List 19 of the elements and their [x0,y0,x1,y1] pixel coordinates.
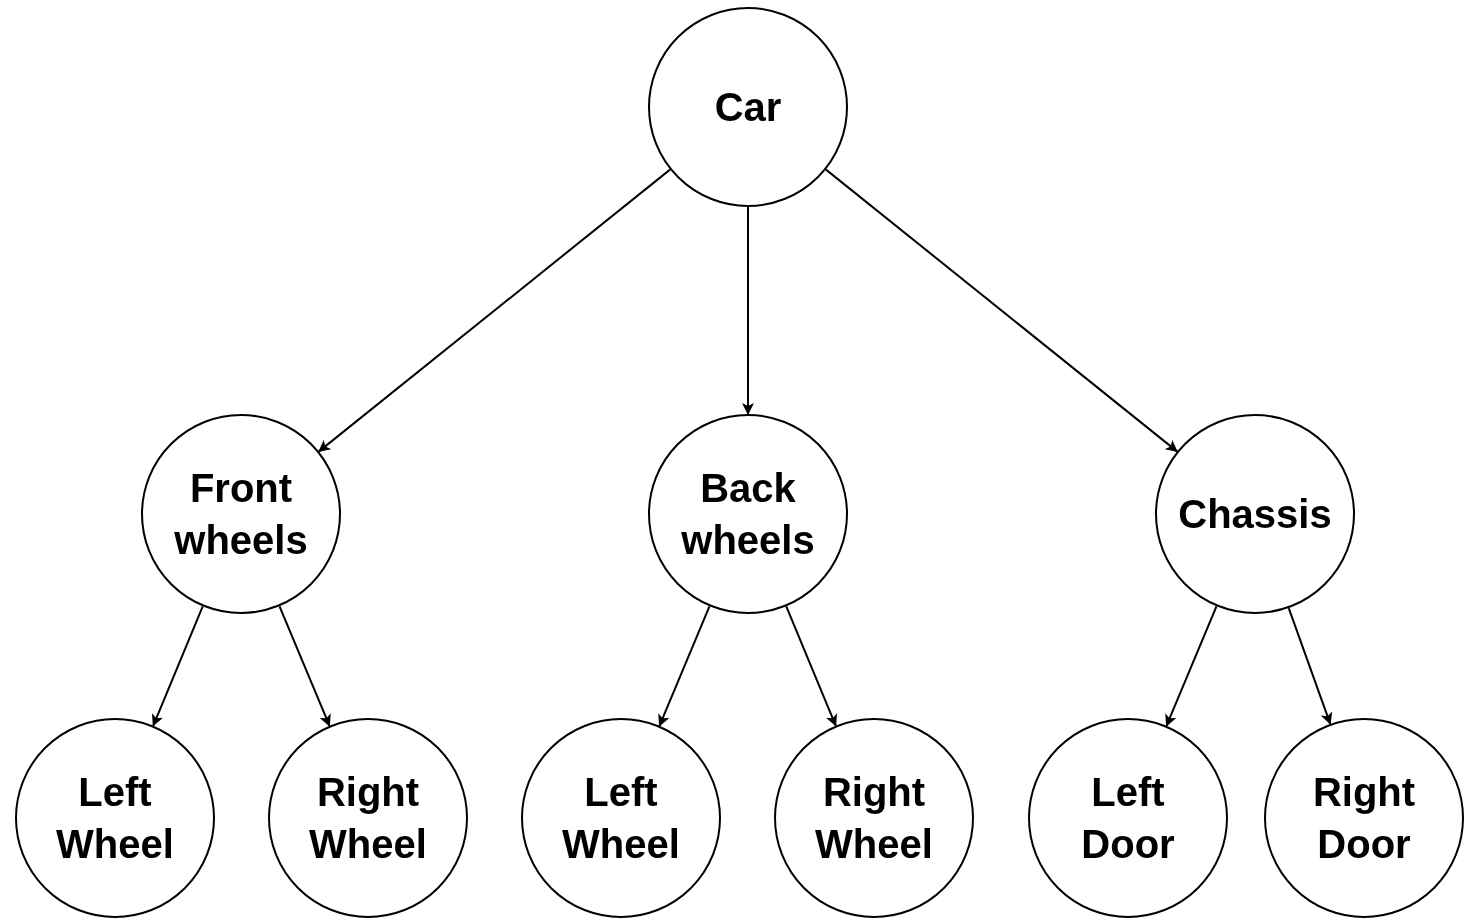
node-label: Right Wheel [814,769,934,868]
node-label: Left Wheel [55,769,175,868]
node-label: Right Wheel [308,769,428,868]
node-label: Right Door [1311,769,1417,868]
arrow [785,605,838,727]
arrow [1165,605,1218,727]
arrow [151,605,204,727]
arrow [742,206,754,415]
node-label: Chassis [1177,491,1333,538]
node-label: Left Wheel [561,769,681,868]
arrow [825,168,1178,453]
arrow [1287,607,1333,725]
arrow [658,605,711,727]
arrow [278,605,331,727]
node-label: Car [713,84,783,131]
node-label: Back wheels [680,465,816,564]
node-label: Front wheels [173,465,309,564]
node-label: Left Door [1080,769,1176,868]
arrow [318,168,671,453]
